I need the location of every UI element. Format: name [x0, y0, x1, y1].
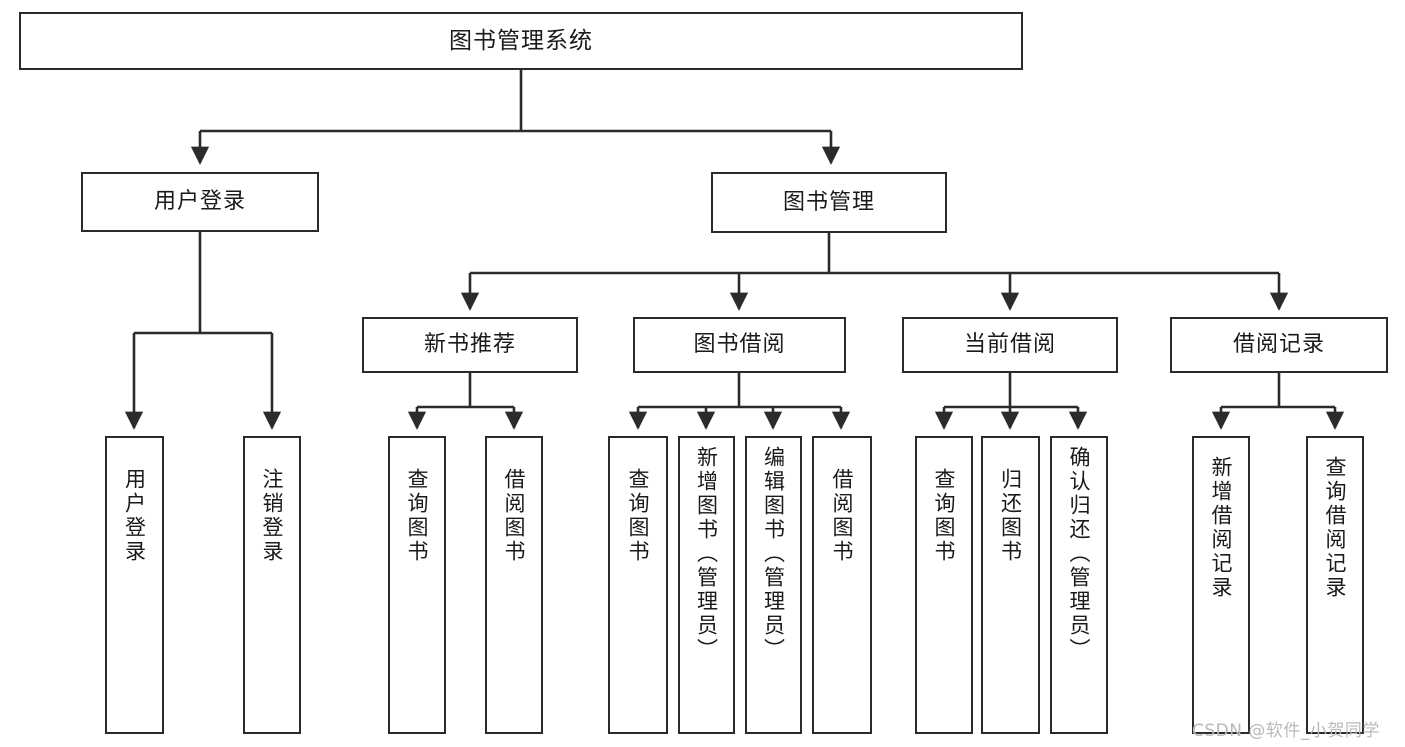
- node-label: 新书推荐: [423, 332, 516, 358]
- node-book-borrow[interactable]: 图书借阅: [633, 317, 846, 373]
- node-label: 查询借阅记录: [1323, 456, 1348, 600]
- node-label: 查询图书: [626, 468, 651, 564]
- node-label: 借阅图书: [502, 468, 527, 564]
- leaf-user-login[interactable]: 用户登录: [105, 436, 164, 734]
- leaf-borrow-book-recommend[interactable]: 借阅图书: [485, 436, 543, 734]
- node-current-borrow[interactable]: 当前借阅: [902, 317, 1118, 373]
- leaf-query-book-current[interactable]: 查询图书: [915, 436, 973, 734]
- node-label: 编辑图书（管理员）: [761, 446, 786, 662]
- node-label: 图书管理系统: [449, 27, 593, 54]
- node-label: 借阅图书: [830, 468, 855, 564]
- leaf-confirm-return-admin[interactable]: 确认归还（管理员）: [1050, 436, 1108, 734]
- node-label: 图书管理: [782, 189, 875, 215]
- leaf-add-borrow-record[interactable]: 新增借阅记录: [1192, 436, 1250, 734]
- leaf-edit-book-admin[interactable]: 编辑图书（管理员）: [745, 436, 802, 734]
- node-label: 新增图书（管理员）: [694, 446, 719, 662]
- node-label: 确认归还（管理员）: [1067, 446, 1092, 662]
- watermark: CSDN @软件_小贺同学: [1192, 721, 1380, 741]
- leaf-logout[interactable]: 注销登录: [243, 436, 301, 734]
- node-label: 新增借阅记录: [1209, 456, 1234, 600]
- leaf-query-book-borrow[interactable]: 查询图书: [608, 436, 668, 734]
- node-book-management[interactable]: 图书管理: [711, 172, 947, 233]
- node-root-system[interactable]: 图书管理系统: [19, 12, 1023, 70]
- leaf-query-book-recommend[interactable]: 查询图书: [388, 436, 446, 734]
- node-label: 注销登录: [260, 468, 285, 564]
- node-label: 用户登录: [153, 189, 246, 215]
- node-new-book-recommend[interactable]: 新书推荐: [362, 317, 578, 373]
- node-borrow-record[interactable]: 借阅记录: [1170, 317, 1388, 373]
- node-label: 当前借阅: [963, 332, 1056, 358]
- leaf-add-book-admin[interactable]: 新增图书（管理员）: [678, 436, 735, 734]
- node-label: 归还图书: [998, 468, 1023, 564]
- node-label: 用户登录: [122, 468, 147, 564]
- leaf-borrow-book[interactable]: 借阅图书: [812, 436, 872, 734]
- node-label: 查询图书: [932, 468, 957, 564]
- node-label: 借阅记录: [1232, 332, 1325, 358]
- node-label: 图书借阅: [693, 332, 786, 358]
- node-user-login[interactable]: 用户登录: [81, 172, 319, 232]
- leaf-query-borrow-record[interactable]: 查询借阅记录: [1306, 436, 1364, 734]
- node-label: 查询图书: [405, 468, 430, 564]
- leaf-return-book[interactable]: 归还图书: [981, 436, 1040, 734]
